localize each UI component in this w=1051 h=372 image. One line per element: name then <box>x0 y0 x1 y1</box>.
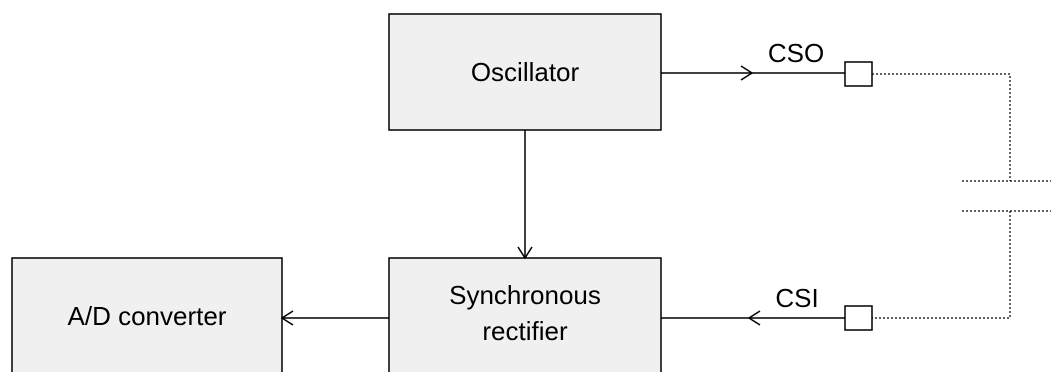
oscillator-label: Oscillator <box>471 57 580 87</box>
csi-external-wire <box>872 211 1011 319</box>
rectifier-label-line2: rectifier <box>482 316 568 346</box>
left-arrowhead <box>280 310 294 326</box>
cso-pin <box>844 61 873 87</box>
csi-pin-label: CSI <box>775 283 818 313</box>
cso-external-wire <box>872 73 1011 181</box>
csi-arrowhead <box>747 310 761 326</box>
oscillator-to-rectifier-connector <box>517 130 533 260</box>
oscillator-block: Oscillator <box>388 13 662 131</box>
cso-pin-label: CSO <box>768 38 824 68</box>
external-capacitor <box>872 73 1051 319</box>
ad-converter-block: A/D converter <box>11 257 283 372</box>
ad-converter-label: A/D converter <box>68 301 227 331</box>
rectifier-to-adc-connector <box>280 310 389 326</box>
csi-connector: CSI <box>661 283 873 331</box>
csi-pin <box>844 305 873 331</box>
rectifier-label-line1: Synchronous <box>449 280 601 310</box>
down-arrowhead <box>517 246 533 260</box>
synchronous-rectifier-block: Synchronous rectifier <box>388 257 662 372</box>
cso-arrowhead <box>740 65 754 81</box>
cso-connector: CSO <box>661 38 873 87</box>
